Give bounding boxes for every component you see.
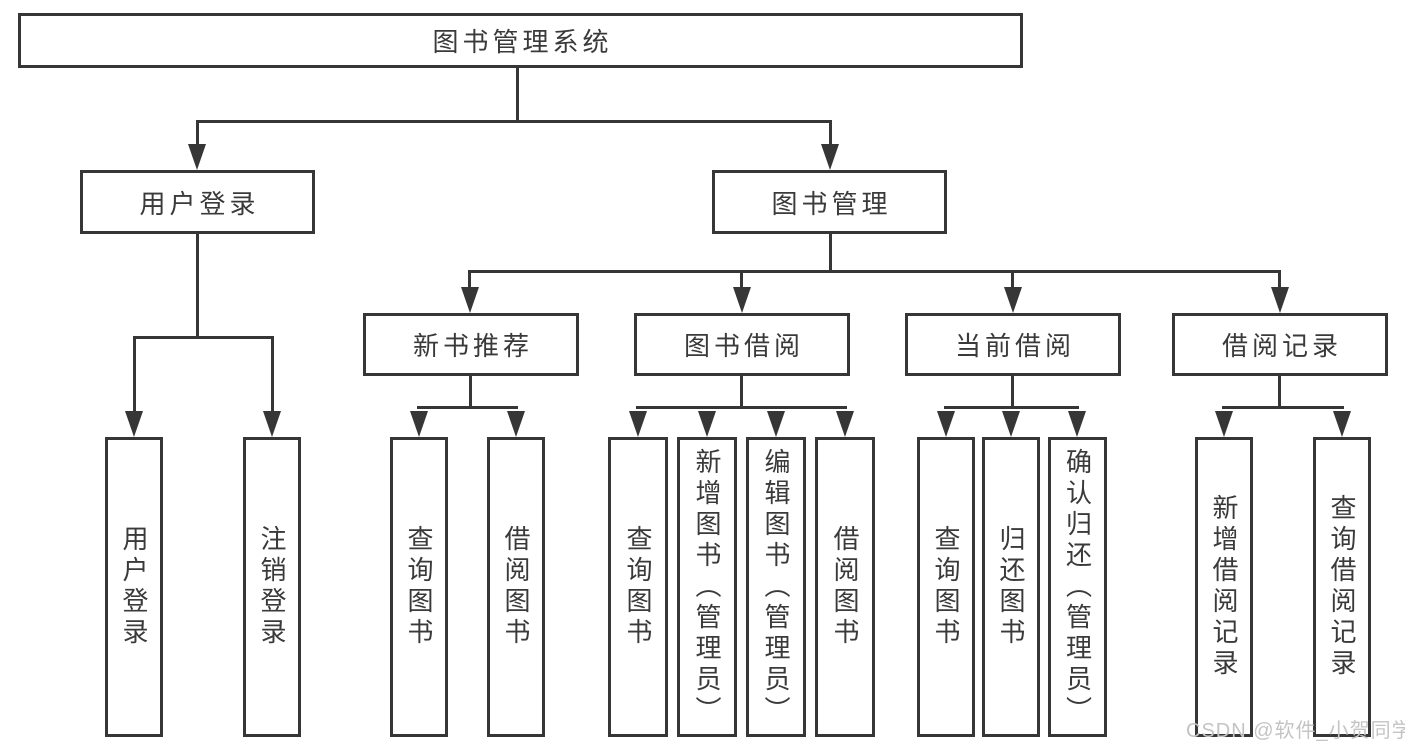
node-current-borrow-label: 当前借阅 <box>954 331 1075 361</box>
leaf-query-borrow-record: 查询借阅记录 <box>1313 437 1371 737</box>
leaf-add-book-admin: 新增图书（管理员） <box>677 437 737 737</box>
arrowhead-leaf-confirm-return <box>1068 411 1086 437</box>
arrowhead-leaf-add-record <box>1215 411 1233 437</box>
connector-borrow-records-stem <box>1278 376 1281 406</box>
arrowhead-leaf-return <box>1002 411 1020 437</box>
connector-drop-leaf-logout <box>271 336 274 412</box>
leaf-logout-label: 注销登录 <box>257 525 287 649</box>
arrowhead-leaf-add-book <box>698 411 716 437</box>
connector-level3-rail <box>468 270 1281 273</box>
leaf-add-borrow-record-label: 新增借阅记录 <box>1209 494 1239 680</box>
arrowhead-leaf-borrow-1 <box>507 411 525 437</box>
leaf-borrow-books-1-label: 借阅图书 <box>501 525 531 649</box>
leaf-logout: 注销登录 <box>243 437 301 737</box>
node-current-borrow: 当前借阅 <box>905 313 1121 376</box>
leaf-return-books-label: 归还图书 <box>996 525 1026 649</box>
leaf-query-books-3: 查询图书 <box>917 437 975 737</box>
node-book-management: 图书管理 <box>712 170 947 234</box>
leaf-add-book-admin-label: 新增图书（管理员） <box>692 447 722 727</box>
connector-book-management-stem <box>829 234 832 270</box>
connector-user-login-stem <box>196 234 199 336</box>
connector-book-borrow-stem <box>740 376 743 406</box>
node-root-label: 图书管理系统 <box>432 27 613 57</box>
arrowhead-borrow-records <box>1271 287 1289 313</box>
arrowhead-new-book <box>461 287 479 313</box>
leaf-borrow-books-1: 借阅图书 <box>487 437 545 737</box>
leaf-user-login: 用户登录 <box>105 437 163 737</box>
arrowhead-current-borrow <box>1004 287 1022 313</box>
connector-borrow-records-rail <box>1222 406 1344 409</box>
arrowhead-user-login <box>188 144 206 170</box>
arrowhead-leaf-edit-book <box>767 411 785 437</box>
watermark: CSDN @软件_小贺同学 <box>1186 720 1405 742</box>
leaf-query-books-1: 查询图书 <box>390 437 448 737</box>
leaf-borrow-books-2-label: 借阅图书 <box>830 525 860 649</box>
arrowhead-leaf-borrow-2 <box>836 411 854 437</box>
connector-drop-book-borrow <box>740 270 743 289</box>
node-book-management-label: 图书管理 <box>771 188 892 219</box>
node-book-borrow: 图书借阅 <box>634 313 850 376</box>
arrowhead-leaf-login <box>125 411 143 437</box>
connector-drop-book-management <box>829 120 832 146</box>
connector-drop-user-login <box>196 120 199 146</box>
leaf-query-books-2-label: 查询图书 <box>623 525 653 649</box>
connector-drop-new-book <box>468 270 471 289</box>
leaf-edit-book-admin-label: 编辑图书（管理员） <box>761 447 791 727</box>
connector-level1-rail <box>196 120 832 123</box>
leaf-borrow-books-2: 借阅图书 <box>815 437 875 737</box>
leaf-query-books-3-label: 查询图书 <box>931 525 961 649</box>
node-book-borrow-label: 图书借阅 <box>683 331 804 361</box>
leaf-add-borrow-record: 新增借阅记录 <box>1195 437 1253 737</box>
node-borrow-records-label: 借阅记录 <box>1221 331 1342 361</box>
leaf-query-books-2: 查询图书 <box>608 437 668 737</box>
arrowhead-leaf-query-1 <box>410 411 428 437</box>
arrowhead-leaf-query-3 <box>937 411 955 437</box>
node-user-login-label: 用户登录 <box>139 188 260 219</box>
connector-drop-current-borrow <box>1011 270 1014 289</box>
leaf-confirm-return-admin: 确认归还（管理员） <box>1048 437 1107 737</box>
connector-user-login-rail <box>133 336 274 339</box>
leaf-return-books: 归还图书 <box>982 437 1040 737</box>
arrowhead-book-management <box>821 144 839 170</box>
node-user-login: 用户登录 <box>80 170 315 234</box>
connector-new-book-stem <box>469 376 472 406</box>
connector-drop-leaf-login <box>133 336 136 412</box>
connector-current-borrow-stem <box>1011 376 1014 406</box>
arrowhead-leaf-logout <box>263 411 281 437</box>
node-new-book-recommend-label: 新书推荐 <box>412 331 533 361</box>
leaf-query-borrow-record-label: 查询借阅记录 <box>1327 494 1357 680</box>
arrowhead-leaf-query-2 <box>629 411 647 437</box>
leaf-query-books-1-label: 查询图书 <box>404 525 434 649</box>
connector-book-borrow-rail <box>636 406 847 409</box>
node-root: 图书管理系统 <box>18 13 1023 68</box>
connector-new-book-rail <box>417 406 518 409</box>
arrowhead-leaf-query-record <box>1333 411 1351 437</box>
leaf-edit-book-admin: 编辑图书（管理员） <box>746 437 806 737</box>
arrowhead-book-borrow <box>733 287 751 313</box>
leaf-confirm-return-admin-label: 确认归还（管理员） <box>1062 447 1093 727</box>
connector-root-stem <box>516 68 519 120</box>
connector-drop-borrow-records <box>1278 270 1281 289</box>
connector-current-borrow-rail <box>944 406 1079 409</box>
node-borrow-records: 借阅记录 <box>1172 313 1388 376</box>
leaf-user-login-label: 用户登录 <box>119 525 149 649</box>
node-new-book-recommend: 新书推荐 <box>363 313 579 376</box>
